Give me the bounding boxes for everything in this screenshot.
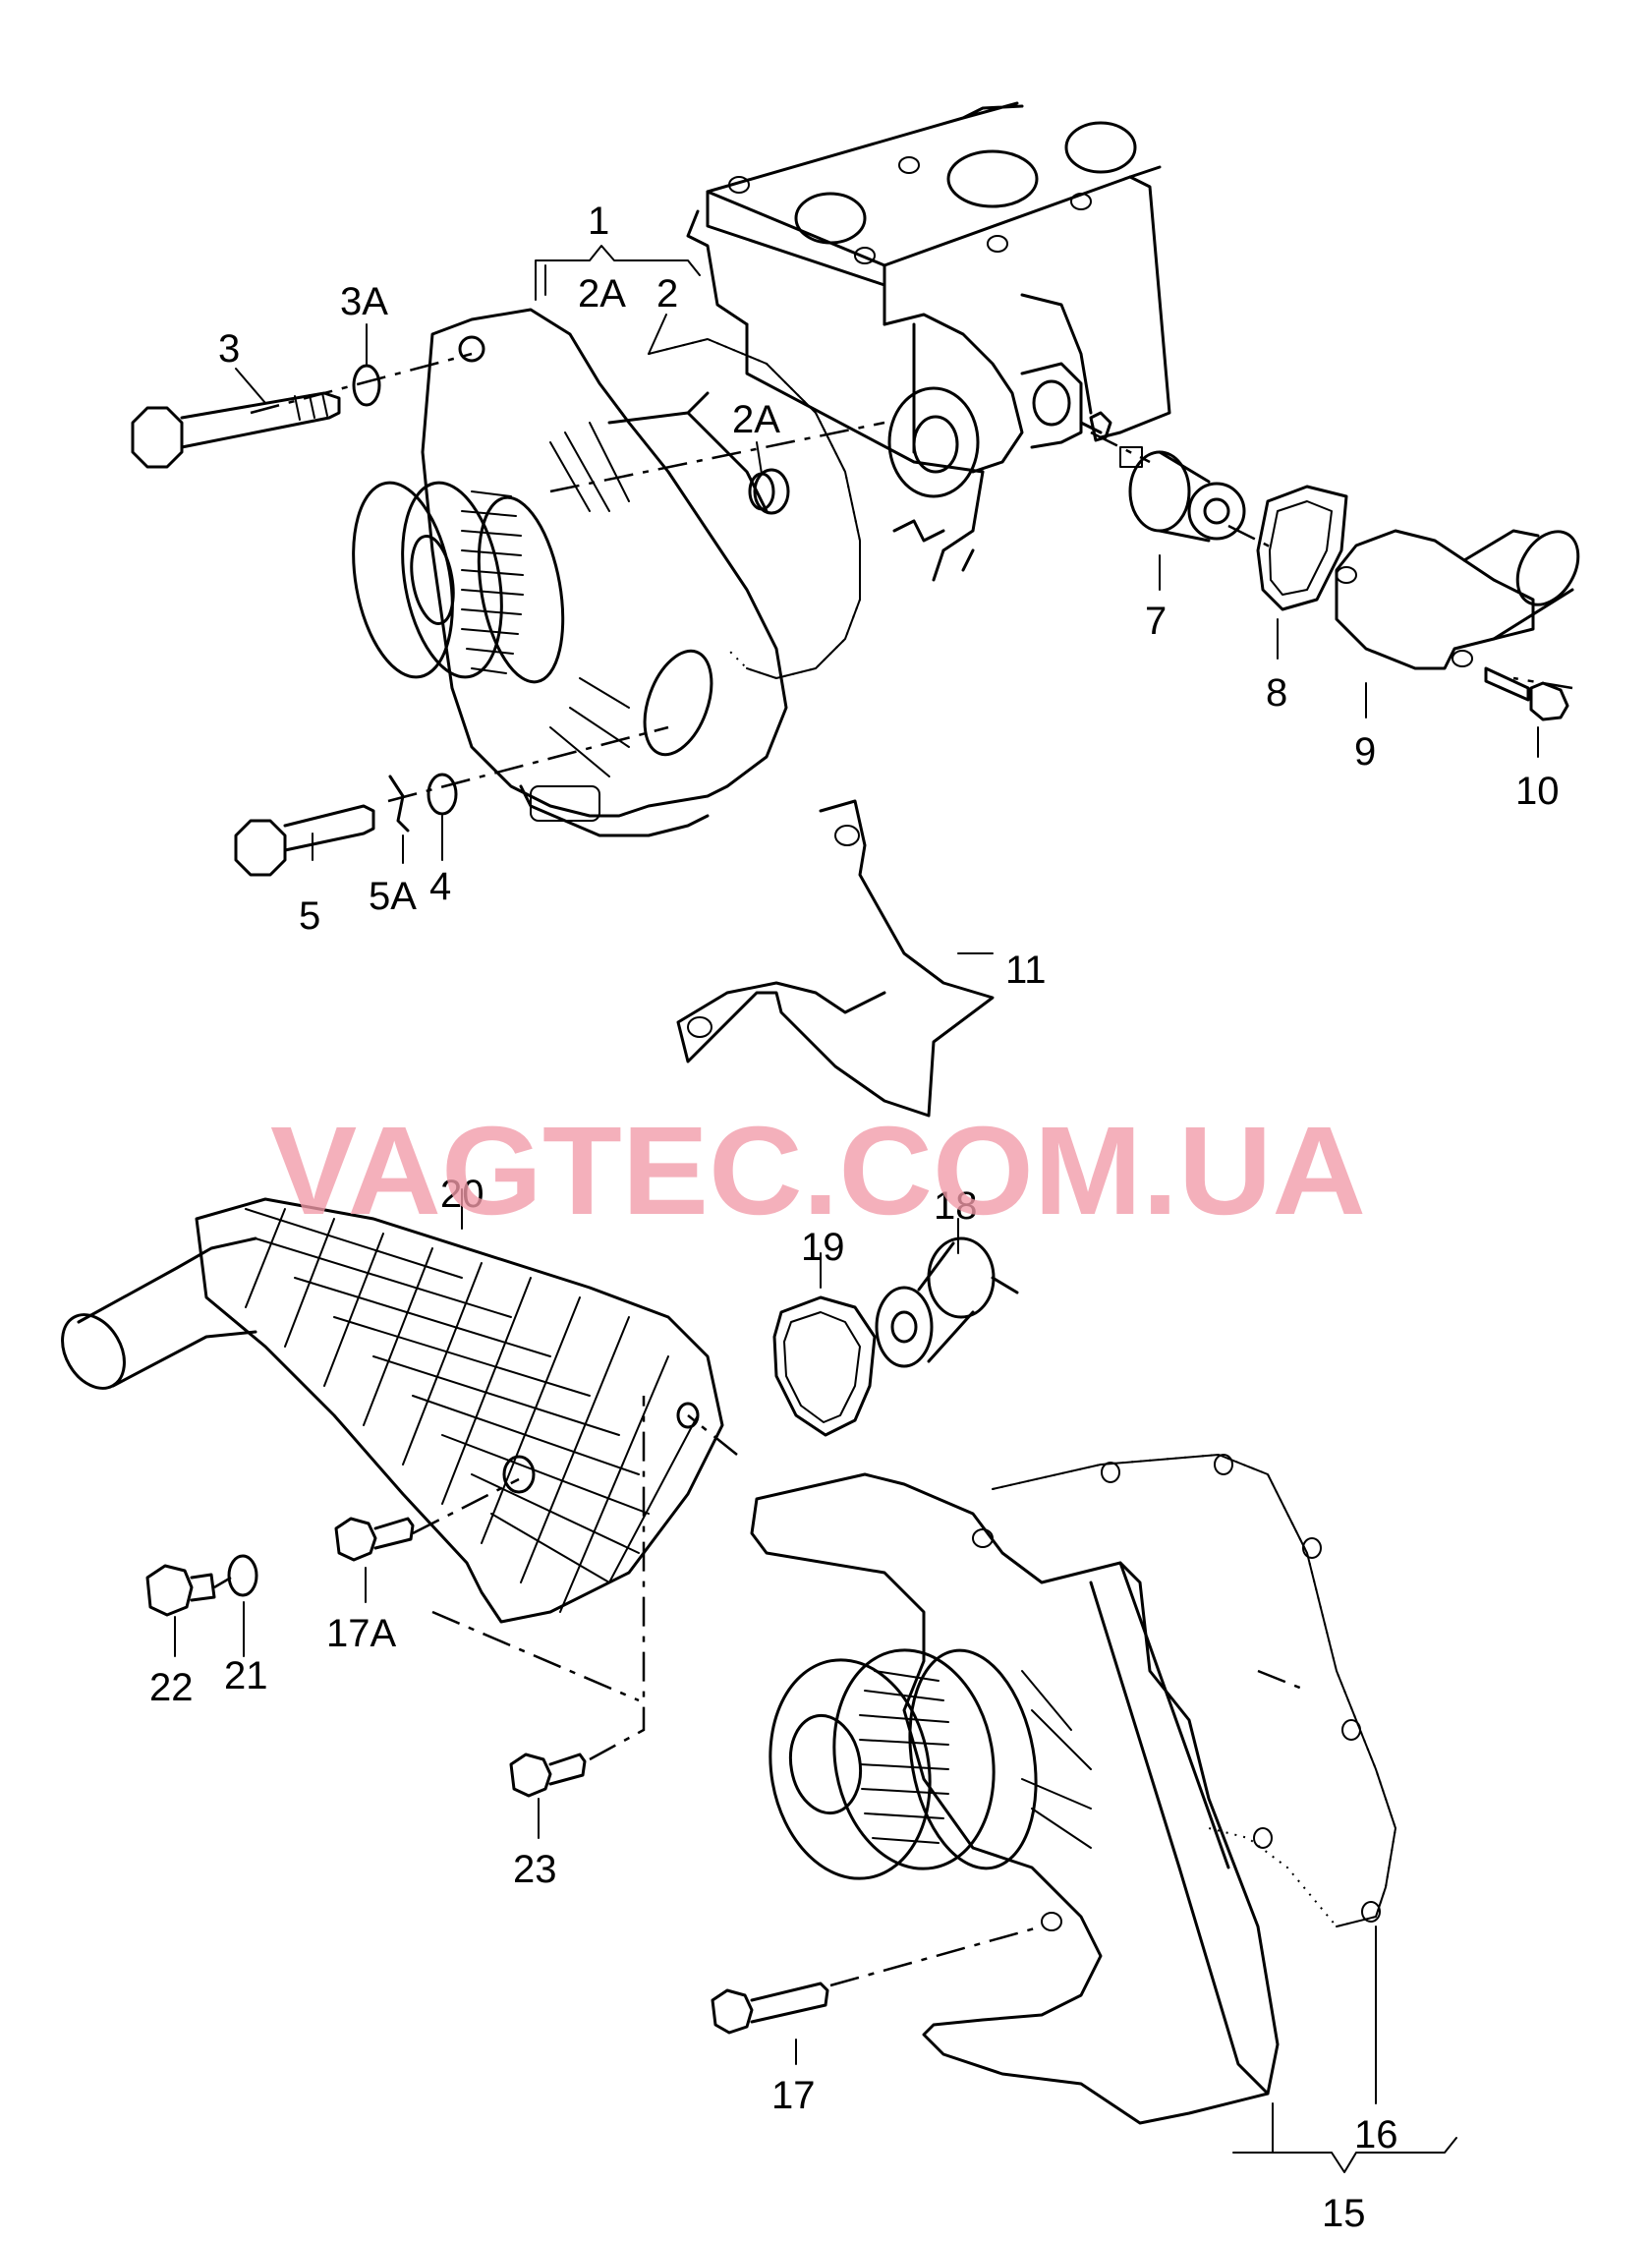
callout-19: 19 [801, 1226, 845, 1269]
bolt-5 [234, 804, 375, 877]
bolt-3 [131, 391, 341, 469]
callout-18: 18 [934, 1184, 978, 1228]
callout-7: 7 [1145, 600, 1167, 643]
thermostat-18 [875, 1236, 1019, 1368]
washer-21 [227, 1554, 258, 1597]
lock-washer-5A [388, 775, 410, 833]
bolt-10 [1484, 666, 1569, 721]
watermark: VAGTEC.COM.UA [270, 1101, 1366, 1241]
callout-10: 10 [1515, 770, 1560, 813]
callout-21: 21 [224, 1654, 268, 1697]
callout-3A: 3A [340, 280, 388, 323]
callout-2A-top: 2A [578, 272, 626, 316]
gasket-8 [1256, 485, 1348, 611]
engine-block [686, 101, 1171, 582]
gasket-19 [772, 1295, 877, 1437]
washer-4 [427, 773, 458, 816]
o-ring-2A [748, 468, 790, 515]
callout-3: 3 [218, 327, 240, 371]
callout-1: 1 [588, 200, 609, 243]
bolt-23 [509, 1753, 587, 1798]
callout-5: 5 [299, 894, 320, 938]
thermostat-7 [1119, 446, 1246, 543]
callouts: 1 2A 2 3A 3 2A 7 8 9 10 5 5A 4 11 20 19 … [149, 200, 1560, 2235]
cover-20 [61, 1197, 724, 1624]
water-pump-lower [750, 1472, 1280, 2125]
callout-17: 17 [771, 2074, 816, 2117]
bolt-17 [711, 1982, 829, 2035]
callout-9: 9 [1354, 730, 1376, 774]
gasket-2 [648, 337, 861, 680]
bolt-22 [145, 1564, 216, 1617]
callout-22: 22 [149, 1666, 194, 1709]
callout-2: 2 [656, 272, 678, 316]
coolant-flange-9 [1335, 529, 1580, 670]
water-pump-upper [352, 308, 788, 837]
assembly-line [213, 352, 1573, 1987]
callout-8: 8 [1266, 671, 1287, 715]
leader-lines [174, 245, 1539, 2173]
bolt-17A [334, 1517, 415, 1562]
callout-16: 16 [1354, 2113, 1398, 2156]
callout-20: 20 [440, 1173, 484, 1216]
callout-17A: 17A [326, 1612, 396, 1655]
gasket-16 [992, 1453, 1397, 1928]
callout-15: 15 [1322, 2192, 1366, 2235]
callout-11: 11 [1005, 949, 1047, 992]
callout-2A: 2A [732, 398, 780, 441]
bracket-11 [676, 799, 995, 1118]
callout-23: 23 [513, 1848, 557, 1891]
callout-5A: 5A [369, 875, 417, 918]
callout-4: 4 [429, 865, 451, 908]
